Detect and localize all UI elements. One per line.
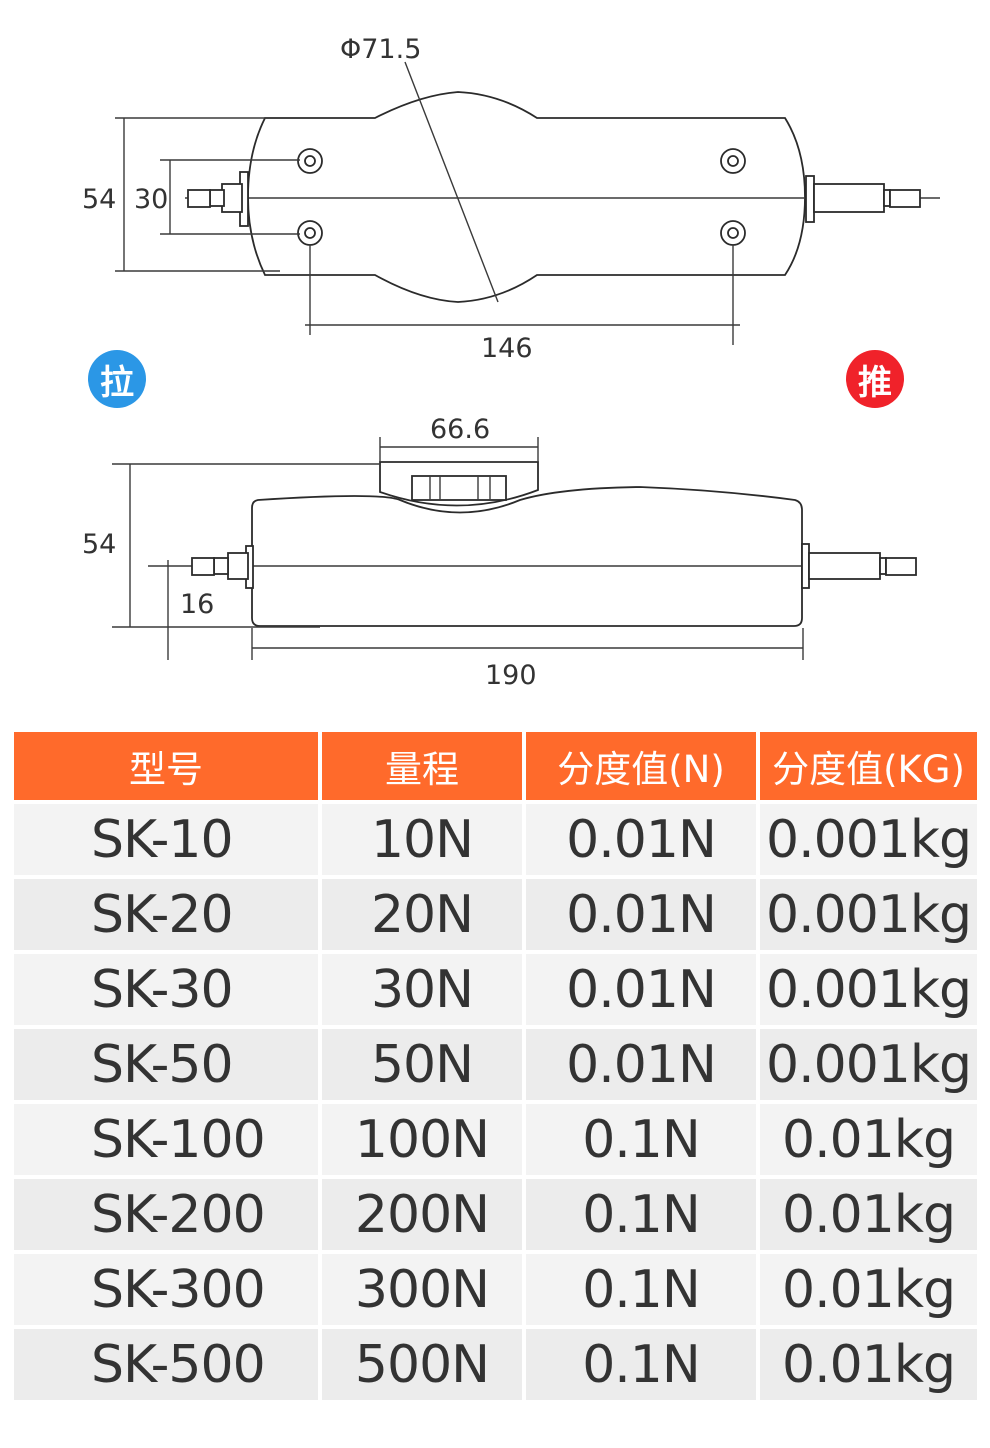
table-cell-resolution-n: 0.01N xyxy=(526,954,756,1025)
table-cell-model: SK-20 xyxy=(14,879,318,950)
top-view: Φ71.5 54 30 146 xyxy=(82,34,940,364)
table-cell-model: SK-30 xyxy=(14,954,318,1025)
table-cell-resolution-kg: 0.01kg xyxy=(760,1254,977,1325)
side-right-connector xyxy=(801,543,917,589)
table-cell-range: 300N xyxy=(322,1254,522,1325)
table-cell-model: SK-200 xyxy=(14,1179,318,1250)
side-top-width-label: 66.6 xyxy=(430,414,490,445)
table-cell-resolution-kg: 0.001kg xyxy=(760,879,977,950)
table-cell-range: 30N xyxy=(322,954,522,1025)
table-cell-resolution-n: 0.1N xyxy=(526,1329,756,1400)
table-cell-model: SK-50 xyxy=(14,1029,318,1100)
table-cell-resolution-kg: 0.01kg xyxy=(760,1329,977,1400)
table-cell-range: 20N xyxy=(322,879,522,950)
table-header-range: 量程 xyxy=(322,732,522,800)
side-view: 66.6 54 16 190 xyxy=(82,414,917,691)
table-cell-range: 100N xyxy=(322,1104,522,1175)
table-cell-resolution-n: 0.01N xyxy=(526,879,756,950)
side-shaft-height-label: 16 xyxy=(180,589,214,620)
table-cell-range: 50N xyxy=(322,1029,522,1100)
table-cell-resolution-n: 0.01N xyxy=(526,1029,756,1100)
table-cell-resolution-kg: 0.001kg xyxy=(760,804,977,875)
top-height-inner-label: 30 xyxy=(134,184,168,215)
side-view-body-outline xyxy=(251,486,803,627)
side-left-connector xyxy=(191,545,254,589)
top-view-body-outline xyxy=(247,91,806,303)
table-header-resolution-n: 分度值(N) xyxy=(526,732,756,800)
table-cell-range: 200N xyxy=(322,1179,522,1250)
table-header-model: 型号 xyxy=(14,732,318,800)
table-cell-resolution-kg: 0.01kg xyxy=(760,1179,977,1250)
table-cell-resolution-n: 0.1N xyxy=(526,1254,756,1325)
table-cell-model: SK-500 xyxy=(14,1329,318,1400)
table-cell-resolution-kg: 0.001kg xyxy=(760,1029,977,1100)
top-diameter-label: Φ71.5 xyxy=(340,34,421,65)
right-connector xyxy=(805,175,921,223)
technical-drawing: Φ71.5 54 30 146 xyxy=(82,34,940,691)
table-cell-resolution-n: 0.01N xyxy=(526,804,756,875)
table-cell-resolution-n: 0.1N xyxy=(526,1104,756,1175)
table-cell-model: SK-10 xyxy=(14,804,318,875)
side-height-label: 54 xyxy=(82,529,116,560)
table-cell-resolution-kg: 0.01kg xyxy=(760,1104,977,1175)
table-cell-resolution-kg: 0.001kg xyxy=(760,954,977,1025)
left-connector xyxy=(187,171,249,227)
top-hole-spacing-label: 146 xyxy=(481,333,533,364)
push-badge: 推 xyxy=(846,350,904,408)
display-bracket xyxy=(379,461,539,507)
table-cell-range: 10N xyxy=(322,804,522,875)
table-cell-resolution-n: 0.1N xyxy=(526,1179,756,1250)
table-cell-model: SK-100 xyxy=(14,1104,318,1175)
table-header-resolution-kg: 分度值(KG) xyxy=(760,732,977,800)
top-height-outer-label: 54 xyxy=(82,184,116,215)
table-cell-model: SK-300 xyxy=(14,1254,318,1325)
pull-badge: 拉 xyxy=(88,350,146,408)
side-length-label: 190 xyxy=(485,660,537,691)
table-cell-range: 500N xyxy=(322,1329,522,1400)
